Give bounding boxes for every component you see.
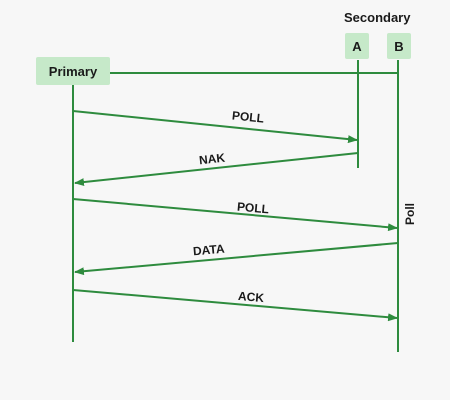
message-arrow-data: [74, 242, 399, 276]
node-a-label: A: [352, 38, 362, 54]
node-primary: Primary: [36, 57, 110, 85]
group-title-secondary: Secondary: [344, 10, 411, 25]
message-label-data: DATA: [192, 241, 226, 259]
side-label-poll: Poll: [403, 202, 418, 226]
message-arrow-poll-b: [72, 198, 398, 232]
message-label-nak: NAK: [198, 150, 226, 168]
message-arrow-ack: [72, 289, 398, 322]
node-b-label: B: [394, 38, 404, 54]
message-arrow-nak: [74, 152, 359, 187]
node-a: A: [345, 33, 369, 59]
message-label-poll-b: POLL: [236, 199, 270, 217]
message-label-ack: ACK: [237, 288, 265, 306]
message-arrow-poll-a: [72, 110, 358, 144]
node-primary-label: Primary: [48, 63, 98, 79]
node-b: B: [387, 33, 411, 59]
